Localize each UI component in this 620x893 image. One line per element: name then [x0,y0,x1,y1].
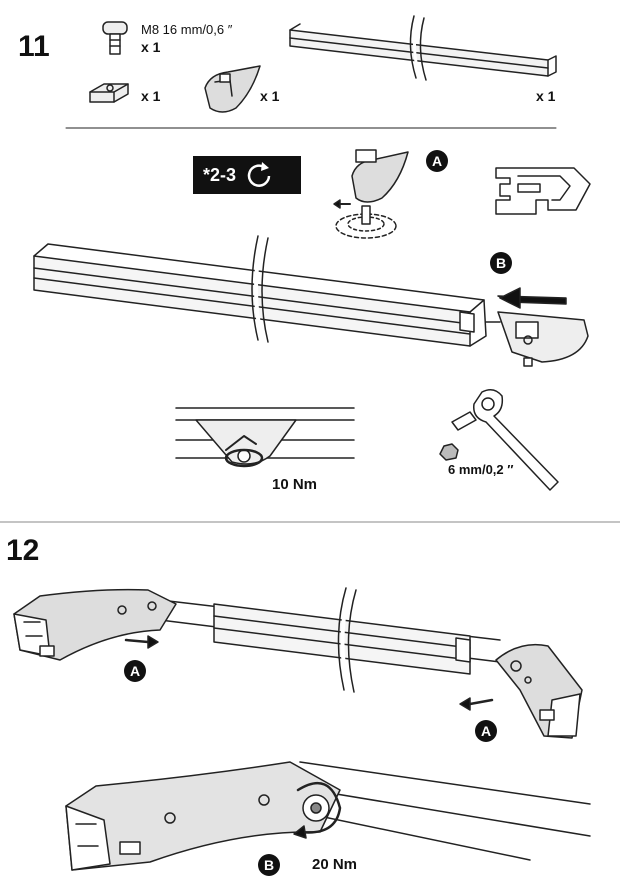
step-11-number: 11 [18,30,50,63]
nut-quantity: x 1 [141,88,161,104]
torque-20nm-label: 20 Nm [312,856,358,873]
foot-detail-20nm [65,761,591,871]
nut-icon [89,83,129,103]
bolt-spec-label: M8 16 mm/0,6 ″ [141,22,233,37]
rail-short-icon [289,15,557,81]
roof-bar-11 [33,234,589,367]
step-12-number: 12 [6,534,40,567]
bolt-icon [102,21,128,55]
socket-wrench-icon [439,389,559,491]
torque-detail-10nm [175,407,355,468]
turns-label: *2-3 [203,164,237,185]
profile-section-icon [495,167,591,215]
bolt-quantity: x 1 [141,39,161,55]
cap-quantity: x 1 [260,88,280,104]
callout-b-badge-12: B [258,854,280,876]
socket-size-label: 6 mm/0,2 ″ [448,462,514,477]
rotate-clockwise-icon [247,162,271,187]
foot-right [459,643,583,739]
torque-10nm-label: 10 Nm [272,476,318,493]
foot-left [13,588,177,661]
end-cap-icon [204,65,261,113]
cap-assembly-icon [333,149,409,239]
callout-a-badge: A [426,150,448,172]
callout-b-badge: B [490,252,512,274]
turns-box: *2-3 [193,156,301,194]
roof-bar-12 [159,586,501,693]
callout-a-left-badge: A [124,660,146,682]
bar-quantity: x 1 [536,88,556,104]
callout-a-right-badge: A [475,720,497,742]
